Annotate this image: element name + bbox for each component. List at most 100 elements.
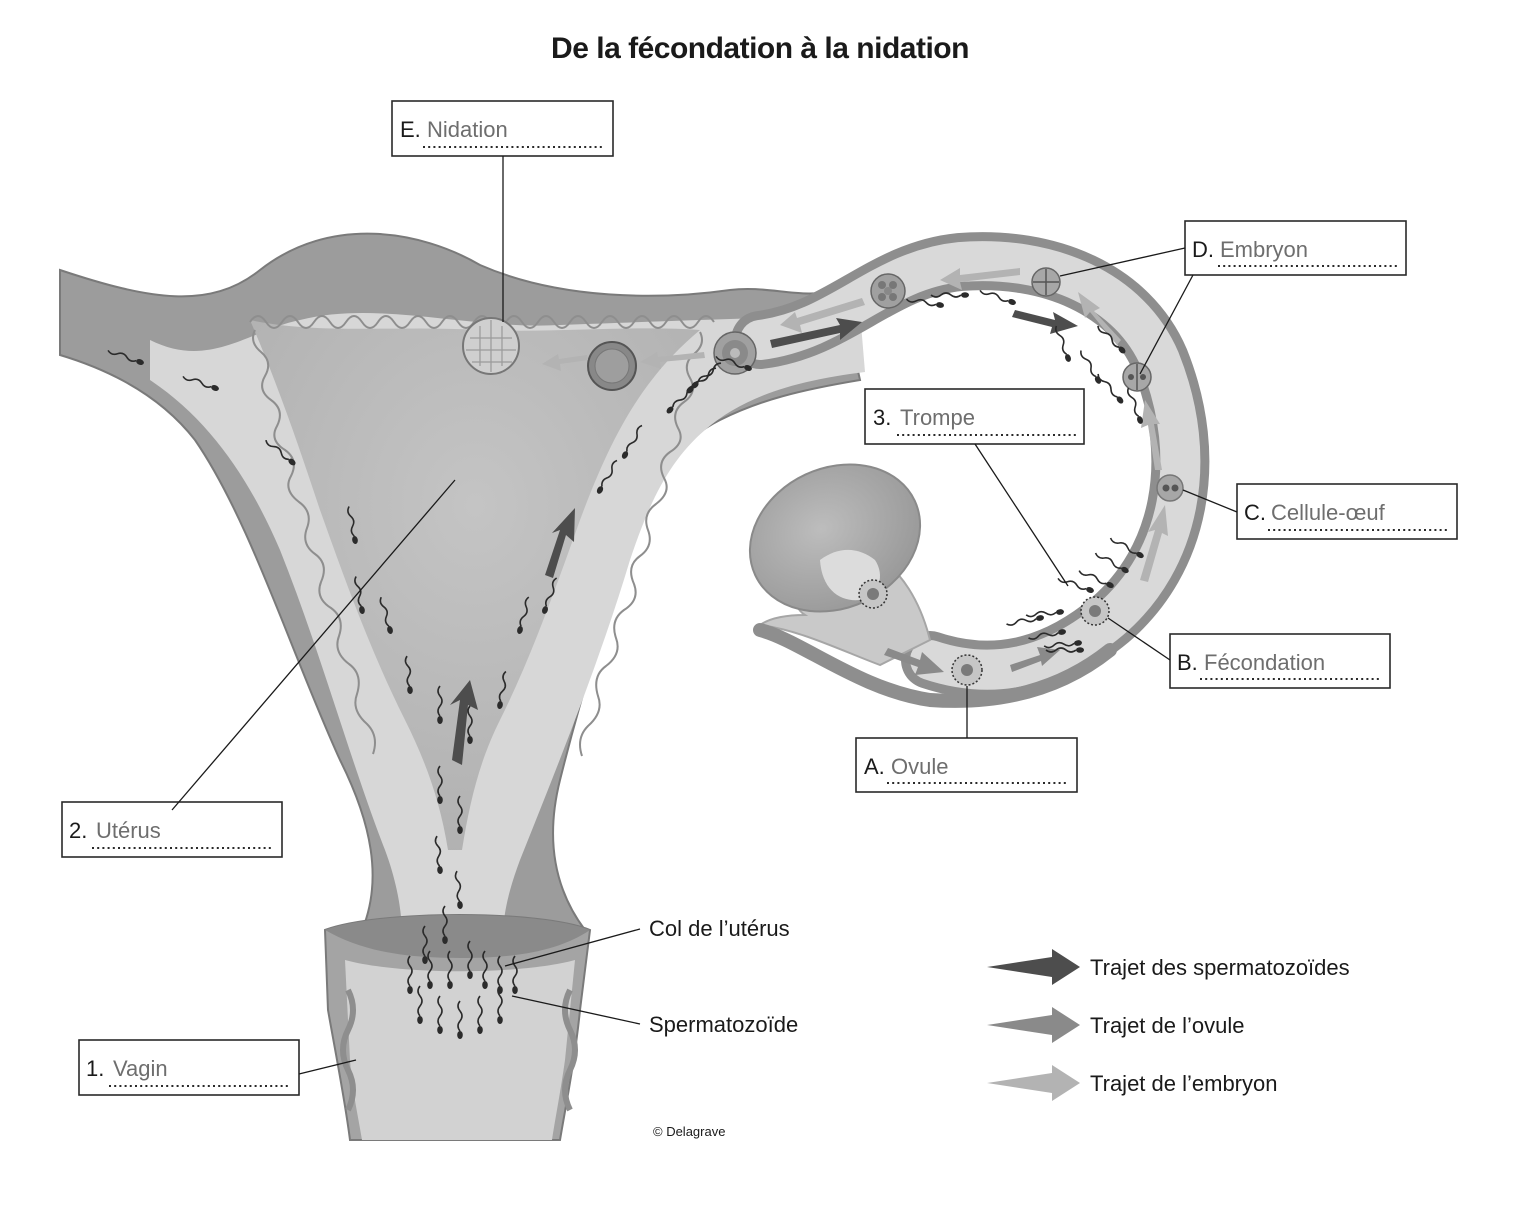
spermatozoon xyxy=(454,870,463,909)
spermatozoon xyxy=(666,385,695,414)
ovule-a xyxy=(951,654,983,686)
annotation-col: Col de l’utérus xyxy=(504,916,790,967)
spermatozoon xyxy=(379,596,393,634)
legend-arrow-embryon xyxy=(987,1065,1080,1101)
spermatozoon xyxy=(1097,325,1126,354)
spermatozoon xyxy=(1045,647,1084,653)
label-embryon-answer: Embryon xyxy=(1220,237,1308,262)
leader-fecondation xyxy=(1107,617,1171,661)
spermatozoon xyxy=(442,905,448,944)
spermatozoon xyxy=(1078,570,1114,589)
spermatozoon xyxy=(347,506,358,544)
spermatozoon xyxy=(457,1000,463,1039)
label-ovule-answer: Ovule xyxy=(891,754,948,779)
leader-embryon-1 xyxy=(1059,247,1186,277)
label-uterus: 2. Utérus xyxy=(61,479,456,858)
label-uterus-answer: Utérus xyxy=(96,818,161,843)
label-cellule-oeuf-answer: Cellule-œuf xyxy=(1271,500,1386,525)
spermatozoon xyxy=(422,925,428,964)
spermatozoon xyxy=(107,349,144,365)
legend-arrow-spermatozoides xyxy=(987,949,1080,985)
spermatozoon xyxy=(1109,537,1144,559)
spermatozoon xyxy=(517,596,530,634)
legend-arrow-ovule xyxy=(987,1007,1080,1043)
cells xyxy=(462,267,1184,686)
spermatozoon xyxy=(482,950,488,989)
uterus-drawing xyxy=(59,232,865,1141)
label-uterus-letter: 2. xyxy=(69,818,87,843)
spermatozoon xyxy=(542,577,558,614)
label-ovule: A. Ovule xyxy=(855,686,1078,793)
spermatozoon xyxy=(265,439,296,466)
spermatozoon xyxy=(1043,640,1082,649)
spermatozoon xyxy=(477,995,483,1034)
label-embryon: D. Embryon xyxy=(1059,220,1407,375)
label-trompe-letter: 3. xyxy=(873,405,891,430)
spermatozoon xyxy=(1094,552,1129,574)
label-trompe: 3. Trompe xyxy=(864,388,1085,587)
label-fecondation-answer: Fécondation xyxy=(1204,650,1325,675)
spermatozoon xyxy=(434,835,443,874)
embryon-4cell xyxy=(1031,267,1061,297)
leader-uterus xyxy=(171,479,456,811)
spermatozoon xyxy=(512,955,518,994)
spermatozoon xyxy=(715,355,752,371)
spermatozoon xyxy=(437,995,443,1034)
label-vagin-answer: Vagin xyxy=(113,1056,168,1081)
spermatozoon xyxy=(497,670,507,709)
fecondation-cell xyxy=(1080,596,1110,626)
spermatozoon xyxy=(467,705,473,744)
legend-label-ovule: Trajet de l’ovule xyxy=(1090,1013,1244,1038)
spermatozoon xyxy=(182,375,219,391)
label-nidation-answer: Nidation xyxy=(427,117,508,142)
cellule-oeuf-cell xyxy=(1156,474,1184,502)
leader-trompe xyxy=(974,443,1069,587)
morula xyxy=(870,273,906,309)
label-vagin: 1. Vagin xyxy=(78,1039,357,1096)
annotation-col-text: Col de l’utérus xyxy=(649,916,790,941)
label-nidation-letter: E. xyxy=(400,117,421,142)
label-cellule-oeuf-letter: C. xyxy=(1244,500,1266,525)
spermatozoon xyxy=(437,685,443,724)
spermatozoon xyxy=(1006,615,1044,626)
spermatozoon xyxy=(1097,373,1124,404)
label-cellule-oeuf: C. Cellule-œuf xyxy=(1182,483,1458,540)
label-trompe-answer: Trompe xyxy=(900,405,975,430)
spermatozoon xyxy=(1025,609,1064,618)
spermatozoon xyxy=(979,289,1016,305)
spermatozoon xyxy=(437,765,443,804)
spermatozoon xyxy=(1028,629,1066,640)
label-nidation: E. Nidation xyxy=(391,100,614,322)
ovule-at-ovary xyxy=(858,579,888,609)
leader-cellule-oeuf xyxy=(1182,489,1238,513)
label-embryon-letter: D. xyxy=(1192,237,1214,262)
spermatozoon xyxy=(417,985,423,1024)
legend-label-embryon: Trajet de l’embryon xyxy=(1090,1071,1277,1096)
spermatozoon xyxy=(404,655,413,694)
spermatozoon xyxy=(497,985,503,1024)
legend: Trajet des spermatozoïdes Trajet de l’ov… xyxy=(987,949,1350,1101)
spermatozoon xyxy=(1057,577,1094,593)
spermatozoon xyxy=(1080,350,1102,384)
path-arrows xyxy=(450,268,1168,765)
legend-label-spermatozoides: Trajet des spermatozoïdes xyxy=(1090,955,1350,980)
annotation-spermatozoide-text: Spermatozoïde xyxy=(649,1012,798,1037)
legend-item-ovule: Trajet de l’ovule xyxy=(987,1007,1244,1043)
spermatozoon xyxy=(930,292,969,298)
leader-embryon-2 xyxy=(1139,274,1194,375)
spermatozoon xyxy=(457,795,463,834)
spermatozoon xyxy=(467,940,473,979)
legend-item-spermatozoides: Trajet des spermatozoïdes xyxy=(987,949,1350,985)
label-ovule-letter: A. xyxy=(864,754,885,779)
spermatozoon xyxy=(691,362,722,389)
implanting-embryo xyxy=(462,317,520,375)
copyright: © Delagrave xyxy=(653,1124,725,1139)
diagram-title: De la fécondation à la nidation xyxy=(551,32,969,65)
leader-col xyxy=(504,928,641,967)
spermatozoon xyxy=(1127,387,1143,424)
leader-vagin xyxy=(298,1059,357,1075)
embryon-2cell xyxy=(1122,362,1152,392)
label-fecondation: B. Fécondation xyxy=(1107,617,1391,689)
legend-item-embryon: Trajet de l’embryon xyxy=(987,1065,1277,1101)
